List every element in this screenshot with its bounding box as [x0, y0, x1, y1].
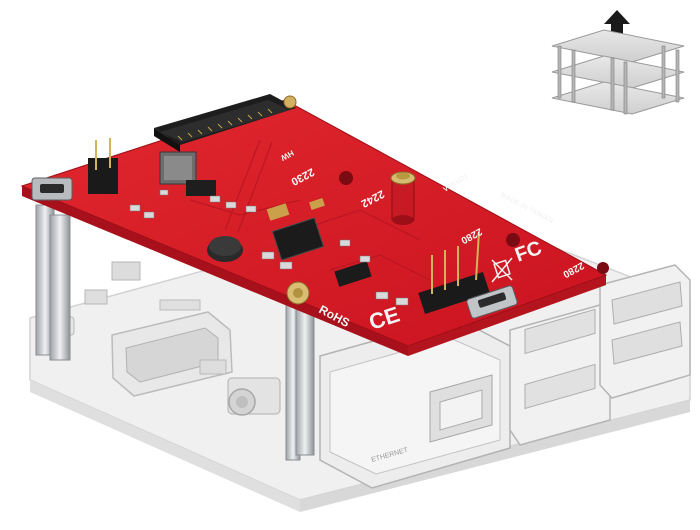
pin-header-right	[418, 231, 490, 314]
pcb-label-model: V00-U21	[442, 173, 469, 194]
ethernet-port: ETHERNET	[319, 317, 511, 489]
m2-screw-standoff	[390, 171, 416, 225]
mount-hole-corner	[283, 95, 297, 109]
secondary-chip	[334, 261, 372, 287]
hdmi-port	[111, 311, 233, 397]
micro-usb-port-right	[466, 285, 518, 319]
mount-hole-2230	[339, 171, 353, 185]
mount-hole-edge	[597, 262, 609, 274]
standoff-left	[35, 204, 71, 361]
usb-ports-left-stack	[509, 304, 611, 446]
usb-ports-right-stack	[599, 264, 691, 399]
inductor	[159, 151, 197, 185]
m2-slot-connector	[154, 94, 296, 152]
pcb-label-made-in: MADE IN TAIWAN	[499, 192, 554, 226]
front-mount-screw	[286, 281, 310, 305]
stacked-boards-arrow-up-icon	[551, 10, 685, 115]
micro-usb-port-left	[31, 177, 73, 201]
weee-bin-icon	[491, 257, 513, 283]
standoff-front	[285, 299, 315, 461]
regulator-chip	[186, 180, 216, 196]
audio-jack	[227, 377, 281, 416]
capacitor	[207, 236, 243, 262]
m2-expansion-board: 2230 HW 2242 V00-U21 2280 MADE IN TAIWAN…	[20, 94, 609, 356]
mount-hole-2280	[506, 233, 520, 247]
main-controller-chip	[271, 217, 325, 261]
pin-header-left	[88, 138, 118, 194]
